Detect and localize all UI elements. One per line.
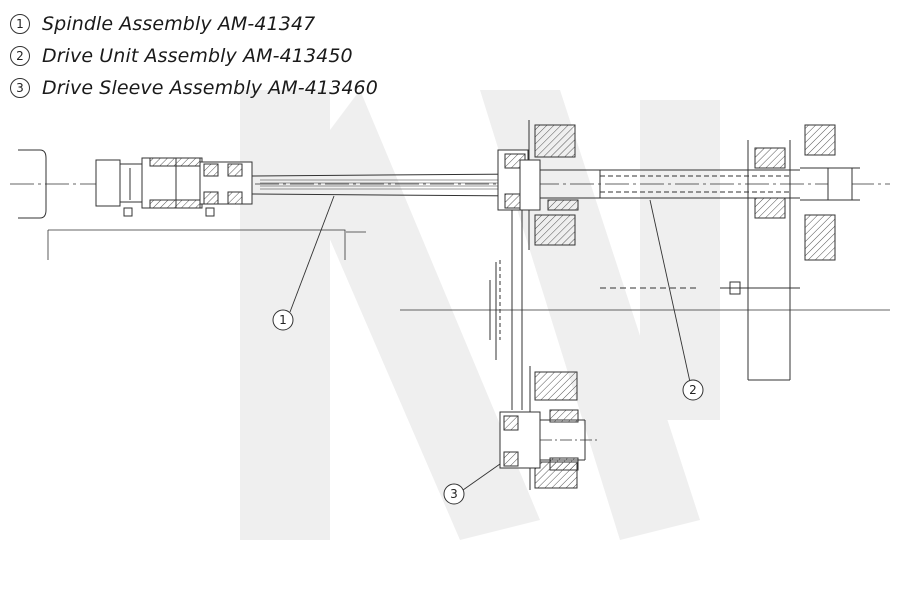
callout-1-label: 1 xyxy=(279,313,287,327)
callout-2-label: 2 xyxy=(689,383,697,397)
callout-2: 2 xyxy=(682,379,704,401)
legend-number-2: 2 xyxy=(10,46,30,66)
watermark-logo xyxy=(240,90,720,540)
legend-item-drive-sleeve-assembly: 3 Drive Sleeve Assembly AM-413460 xyxy=(10,72,378,104)
drive-unit-assembly xyxy=(497,120,860,381)
legend-number-1: 1 xyxy=(10,14,30,34)
drive-sleeve-assembly xyxy=(499,366,586,490)
callout-3-label: 3 xyxy=(450,487,458,501)
legend-label-drive-sleeve-assembly: Drive Sleeve Assembly AM-413460 xyxy=(42,77,378,99)
parts-legend: 1 Spindle Assembly AM-41347 2 Drive Unit… xyxy=(10,8,378,104)
left-housing-stub xyxy=(18,149,366,260)
legend-number-3: 3 xyxy=(10,78,30,98)
legend-item-spindle-assembly: 1 Spindle Assembly AM-41347 xyxy=(10,8,378,40)
callout-1: 1 xyxy=(272,309,294,331)
vertical-plates xyxy=(489,210,523,410)
legend-label-spindle-assembly: Spindle Assembly AM-41347 xyxy=(42,13,316,35)
legend-label-drive-unit-assembly: Drive Unit Assembly AM-413450 xyxy=(42,45,353,67)
legend-item-drive-unit-assembly: 2 Drive Unit Assembly AM-413450 xyxy=(10,40,378,72)
callout-leaders xyxy=(289,195,691,491)
spindle-assembly xyxy=(95,157,521,217)
callout-3: 3 xyxy=(443,483,465,505)
